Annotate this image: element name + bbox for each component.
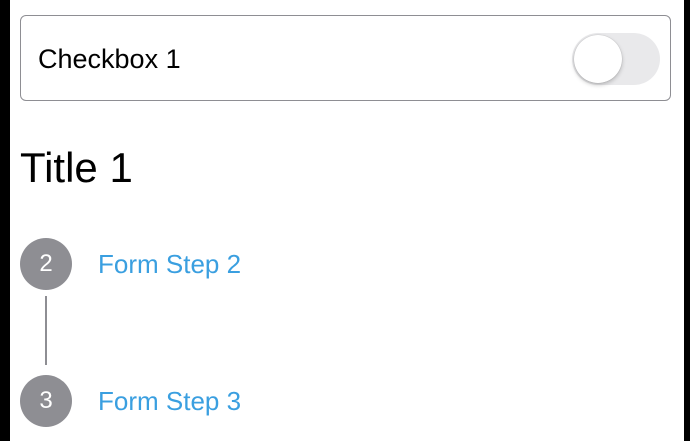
form-screen: Checkbox 1 Title 1 2 Form Step 2 3 Form … [10,0,684,441]
step-connector-line [45,296,47,365]
checkbox-card: Checkbox 1 [20,15,671,101]
checkbox-label: Checkbox 1 [38,44,181,74]
toggle-knob [574,35,622,83]
page-title: Title 1 [20,144,133,191]
form-step-3[interactable]: 3 Form Step 3 [20,375,620,427]
checkbox-toggle[interactable] [572,33,660,85]
step-label-link[interactable]: Form Step 3 [98,386,242,416]
form-step-2[interactable]: 2 Form Step 2 [20,238,620,290]
step-number-badge: 3 [20,375,72,427]
step-label-link[interactable]: Form Step 2 [98,249,242,279]
step-number-badge: 2 [20,238,72,290]
